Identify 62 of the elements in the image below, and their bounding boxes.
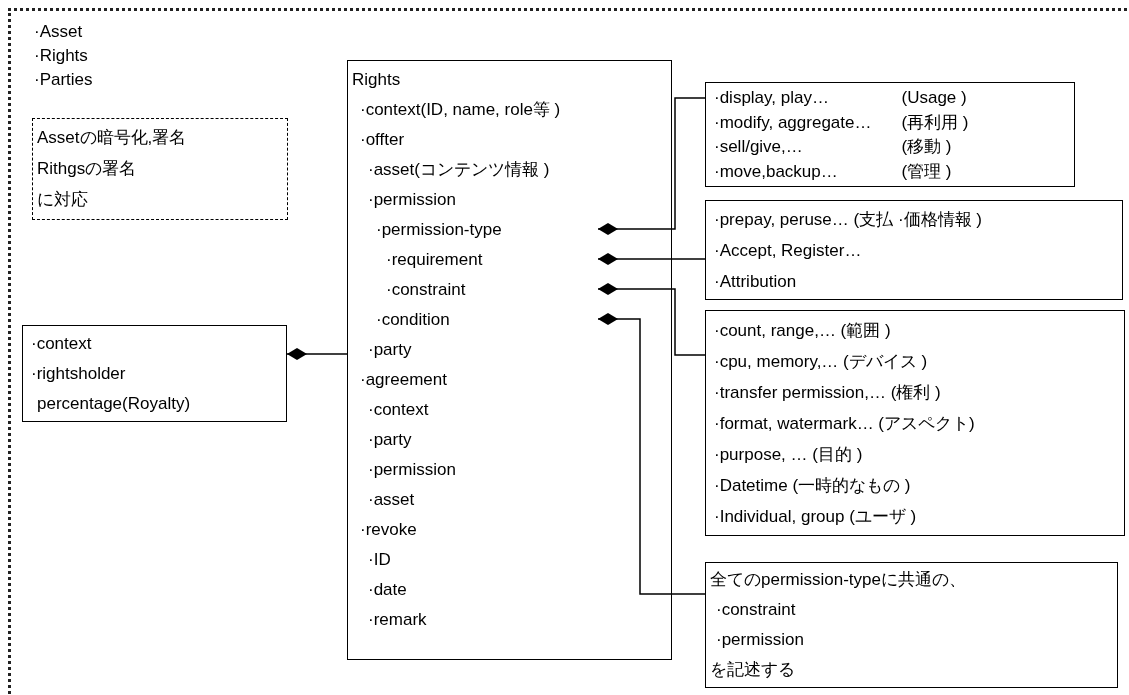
class-box (347, 60, 672, 660)
attribute-text: ·transfer permission,… (権利 ) (714, 382, 941, 404)
attribute-text: ·permission-type (375, 219, 502, 241)
attribute-text: を記述する (710, 659, 795, 681)
attribute-text: ·permission (715, 629, 804, 651)
attribute-text: ·constraint (715, 599, 796, 621)
aggregation-connector (597, 283, 706, 356)
attribute-text: ·asset(コンテンツ情報 ) (367, 159, 550, 181)
list-item: ·Rights (34, 45, 88, 67)
attribute-text: ·Accept, Register… (714, 240, 862, 262)
attribute-text: ·cpu, memory,… (デバイス ) (714, 351, 928, 373)
attribute-text: Rithgsの署名 (37, 158, 137, 180)
attribute-text: ·revoke (359, 519, 417, 541)
attribute-text: ·date (367, 579, 407, 601)
attribute-text: 全てのpermission-typeに共通の、 (710, 569, 966, 591)
attribute-text: ·format, watermark… (アスペクト) (714, 413, 975, 435)
note-box (32, 118, 288, 220)
list-item: ·Parties (34, 69, 93, 91)
attribute-text: ·purpose, … (目的 ) (714, 444, 863, 466)
note-box (705, 562, 1118, 688)
aggregation-connector (286, 348, 348, 360)
attribute-text: ·agreement (359, 369, 447, 391)
attribute-text: ·display, play… (714, 87, 829, 109)
attribute-text: (Usage ) (901, 87, 967, 109)
attribute-text: ·remark (367, 609, 427, 631)
class-box (705, 82, 1075, 187)
attribute-text: ·condition (375, 309, 450, 331)
attribute-text: ·offter (359, 129, 405, 151)
attribute-text: ·context(ID, name, role等 ) (359, 99, 561, 121)
attribute-text: ·count, range,… (範囲 ) (714, 320, 891, 342)
attribute-text: ·party (367, 339, 412, 361)
attribute-text: (再利用 ) (901, 111, 969, 134)
attribute-text: (移動 ) (901, 136, 952, 158)
attribute-text: ·sell/give,… (714, 136, 803, 158)
aggregation-connector (597, 253, 706, 265)
attribute-text: に対応 (37, 189, 88, 211)
attribute-text: (管理 ) (901, 160, 952, 183)
aggregation-connector (597, 313, 706, 595)
attribute-text: ·requirement (385, 249, 483, 271)
attribute-text: ·move,backup… (714, 160, 838, 183)
attribute-text: ·prepay, peruse… (支払 ·価格情報 ) (714, 209, 982, 231)
attribute-text: ·Individual, group (ユーザ ) (714, 506, 917, 528)
class-title: Rights (352, 69, 401, 91)
attribute-text: Assetの暗号化,署名 (37, 127, 187, 149)
attribute-text: ·constraint (385, 279, 466, 301)
attribute-text: ·context (31, 333, 92, 355)
class-box (705, 200, 1123, 300)
aggregation-connector (597, 97, 706, 235)
attribute-text: ·asset (367, 489, 415, 511)
attribute-text: ·Datetime (一時的なもの ) (714, 475, 911, 497)
attribute-text: ·ID (367, 549, 391, 571)
attribute-text: percentage(Royalty) (36, 393, 191, 415)
attribute-text: ·permission (367, 459, 456, 481)
list-item: ·Asset (34, 21, 83, 43)
class-box (22, 325, 287, 422)
attribute-text: ·Attribution (714, 271, 797, 293)
attribute-text: ·context (367, 399, 429, 421)
attribute-text: ·rightsholder (31, 363, 126, 385)
attribute-text: ·party (367, 429, 412, 451)
attribute-text: ·modify, aggregate… (714, 111, 872, 134)
class-box (705, 310, 1125, 536)
attribute-text: ·permission (367, 189, 456, 211)
